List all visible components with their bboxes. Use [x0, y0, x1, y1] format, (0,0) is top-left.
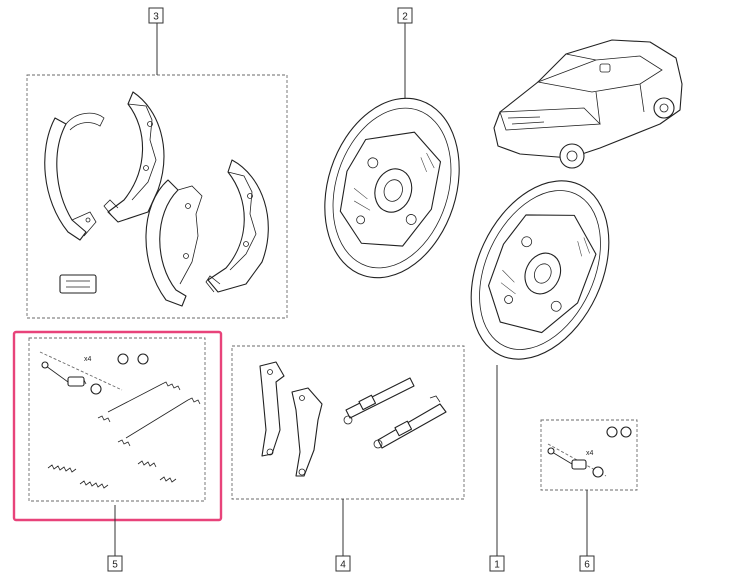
- callout-4[interactable]: 4: [335, 555, 351, 572]
- callout-2[interactable]: 2: [397, 7, 413, 24]
- washer-a: [117, 353, 129, 365]
- backing-plate-right: [470, 180, 610, 360]
- adjuster-strut-a: [343, 377, 415, 425]
- group-2-backing-plate[interactable]: [303, 23, 482, 295]
- washer-c: [606, 426, 618, 438]
- callout-5[interactable]: 5: [107, 555, 123, 572]
- group-4-adjuster-kit[interactable]: [231, 345, 465, 556]
- group-5-frame: [28, 337, 206, 502]
- brake-shoe-a: [44, 112, 105, 241]
- group-6-quantity-label: x4: [586, 450, 594, 457]
- callout-2-label: 2: [402, 12, 408, 23]
- adjuster-spring-d: [159, 476, 177, 483]
- callout-6-label: 6: [584, 560, 590, 571]
- parking-brake-lever-a: [259, 361, 285, 457]
- adjuster-spring-a: [47, 464, 77, 473]
- adjuster-spring-c: [137, 460, 157, 468]
- group-5-quantity-label: x4: [84, 356, 92, 363]
- shoe-retainer-plate: [59, 274, 97, 294]
- hold-down-pin-b: [551, 451, 573, 465]
- adjuster-spring-b: [79, 480, 109, 489]
- return-spring-lower: [117, 397, 201, 447]
- spring-cup: [90, 383, 102, 395]
- hold-down-pin: [41, 361, 69, 383]
- callout-5-label: 5: [112, 560, 118, 571]
- brake-shoe-b: [103, 91, 165, 223]
- spring-cup-b: [592, 466, 604, 478]
- brake-shoe-c: [145, 179, 203, 307]
- callout-4-label: 4: [340, 560, 346, 571]
- backing-plate-left: [324, 97, 460, 279]
- group-3-brake-shoes[interactable]: [26, 23, 288, 319]
- callout-6[interactable]: 6: [579, 555, 595, 572]
- parking-brake-lever-b: [291, 387, 323, 477]
- callout-1-label: 1: [494, 560, 500, 571]
- group-5-highlight-frame: [12, 330, 223, 522]
- callout-3-label: 3: [153, 12, 159, 23]
- hold-down-spring-b: [571, 459, 587, 470]
- callout-3[interactable]: 3: [148, 7, 164, 24]
- pin-head: [547, 447, 555, 455]
- callout-1[interactable]: 1: [489, 555, 505, 572]
- adjuster-strut-b: [373, 395, 447, 449]
- group-5-spring-kit[interactable]: x4: [12, 330, 223, 556]
- group-6-hold-down-kit[interactable]: x4: [540, 419, 638, 556]
- vehicle-illustration: [493, 39, 683, 169]
- washer-b: [137, 353, 149, 365]
- group-1-backing-plate[interactable]: [444, 159, 636, 556]
- group-6-frame: [540, 419, 638, 491]
- hold-down-spring: [67, 376, 87, 387]
- group-5-quantity-line: [39, 351, 123, 391]
- return-spring-upper: [97, 381, 181, 423]
- washer-d: [620, 426, 632, 438]
- brake-shoe-d: [205, 159, 269, 293]
- group-4-frame: [231, 345, 465, 500]
